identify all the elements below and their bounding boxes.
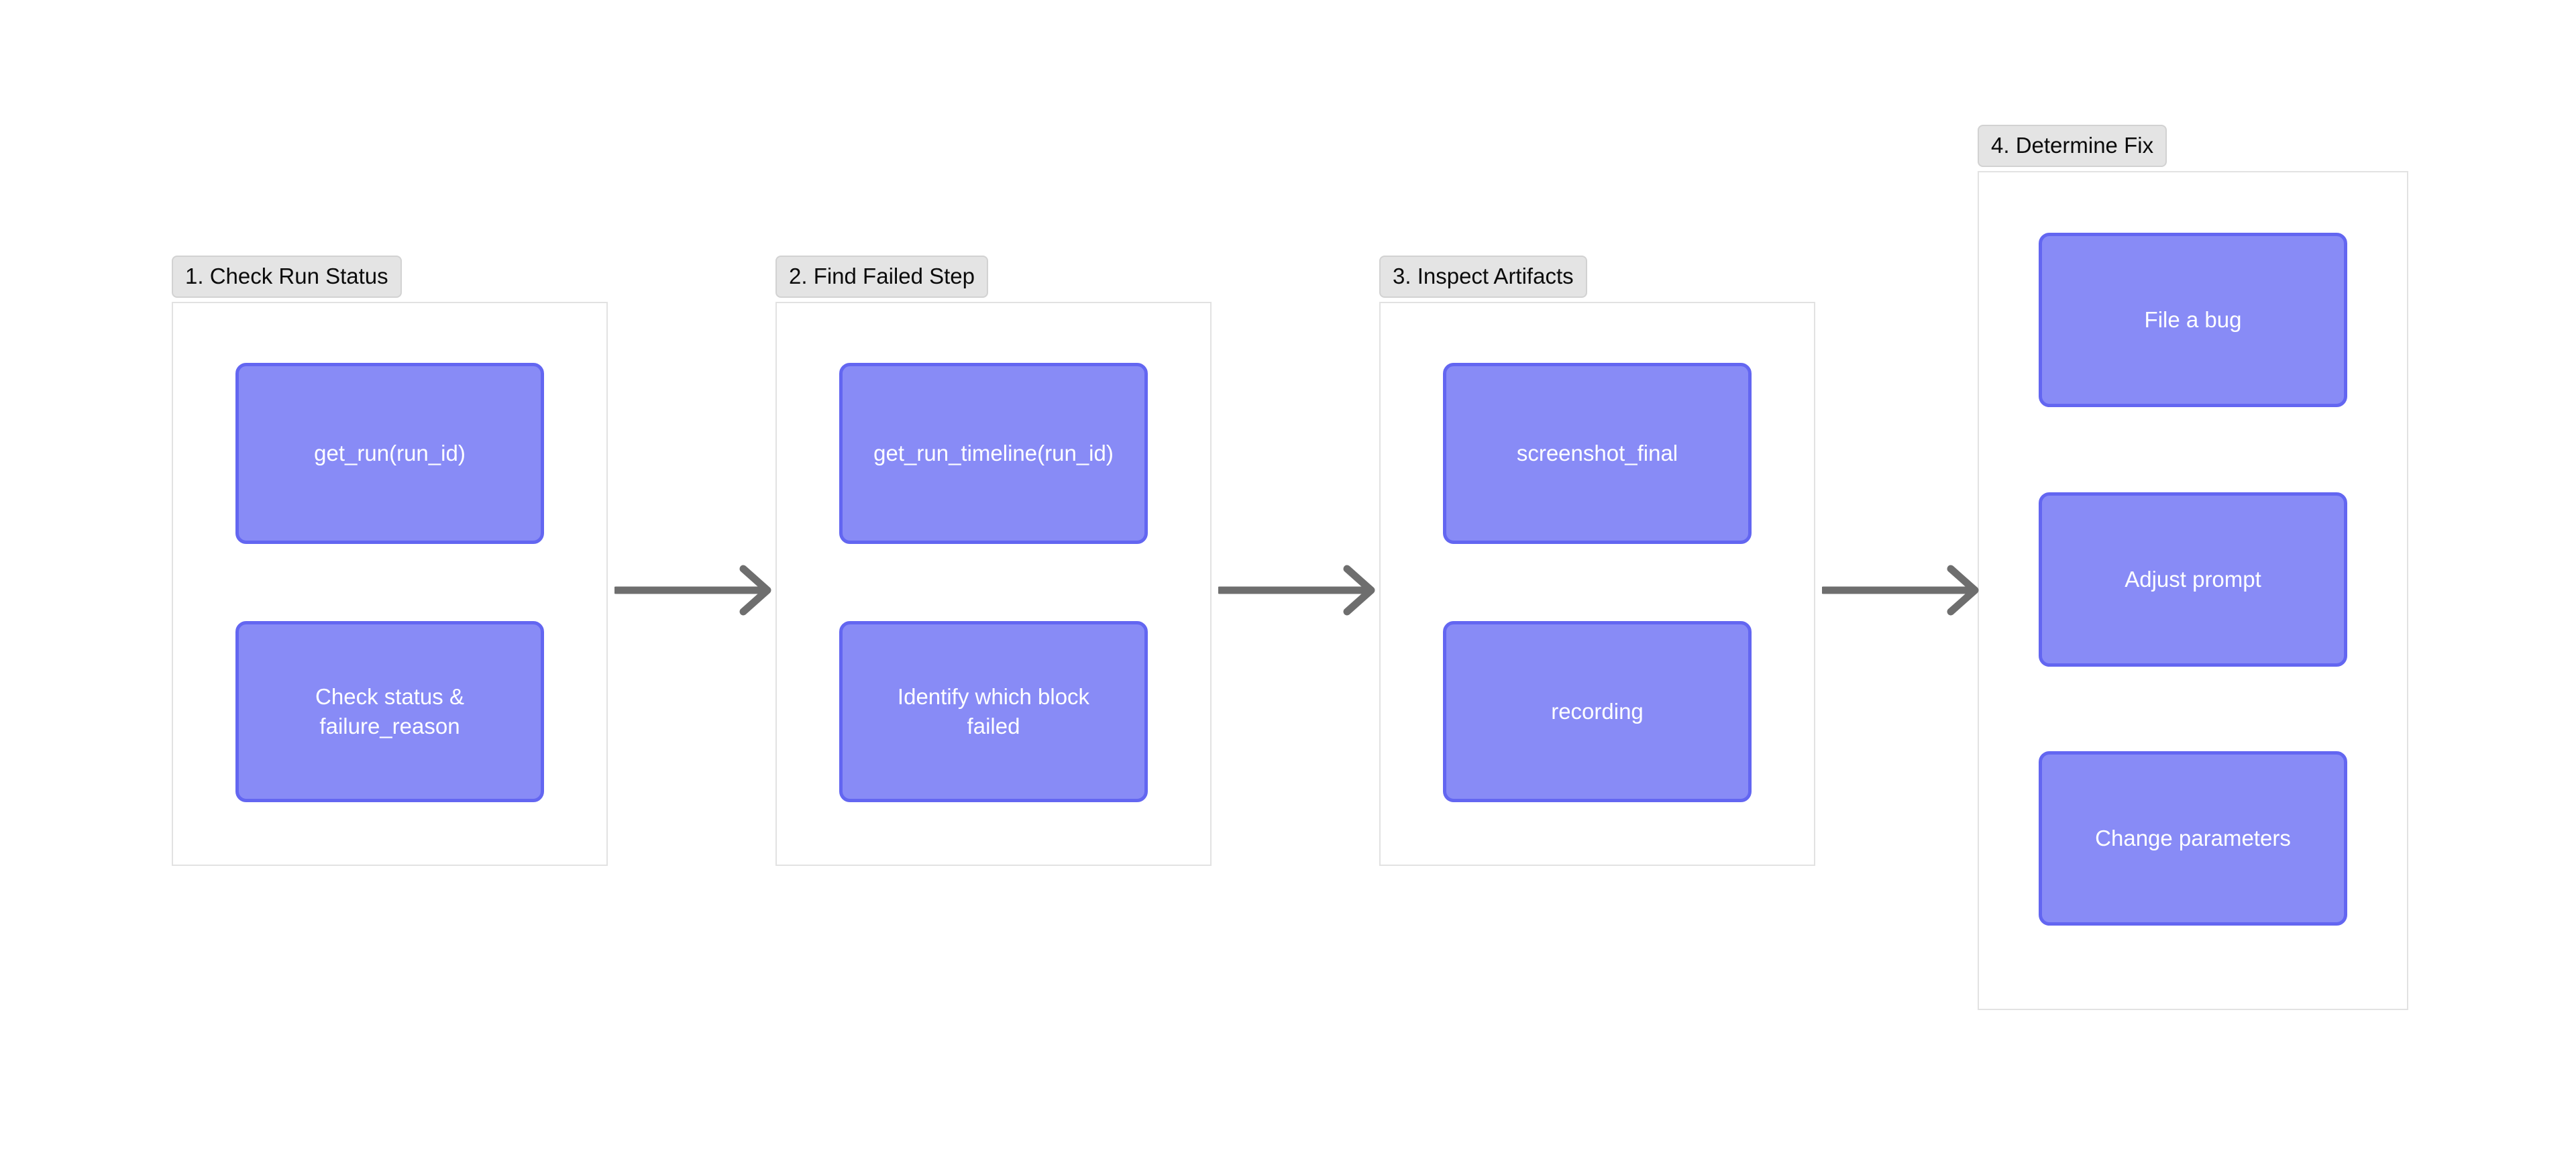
- group-label-3: 3. Inspect Artifacts: [1379, 256, 1587, 298]
- group-find-failed-step: 2. Find Failed Step get_run_timeline(run…: [775, 256, 1212, 866]
- connector-arrow-1: [614, 561, 775, 620]
- node-recording[interactable]: recording: [1443, 621, 1752, 802]
- node-change-parameters[interactable]: Change parameters: [2039, 751, 2347, 926]
- group-label-1: 1. Check Run Status: [172, 256, 402, 298]
- connector-arrow-2: [1218, 561, 1379, 620]
- group-determine-fix: 4. Determine Fix File a bug Adjust promp…: [1978, 125, 2408, 1010]
- group-inspect-artifacts: 3. Inspect Artifacts screenshot_final re…: [1379, 256, 1815, 866]
- group-check-run-status: 1. Check Run Status get_run(run_id) Chec…: [172, 256, 608, 866]
- arrow-right-icon: [1218, 565, 1375, 616]
- group-label-4: 4. Determine Fix: [1978, 125, 2167, 167]
- node-get-run[interactable]: get_run(run_id): [235, 363, 544, 544]
- node-file-a-bug[interactable]: File a bug: [2039, 233, 2347, 407]
- group-label-2: 2. Find Failed Step: [775, 256, 988, 298]
- node-adjust-prompt[interactable]: Adjust prompt: [2039, 492, 2347, 667]
- node-check-status-failure-reason[interactable]: Check status & failure_reason: [235, 621, 544, 802]
- arrow-right-icon: [614, 565, 771, 616]
- node-identify-which-block-failed[interactable]: Identify which block failed: [839, 621, 1148, 802]
- node-screenshot-final[interactable]: screenshot_final: [1443, 363, 1752, 544]
- arrow-right-icon: [1822, 565, 1979, 616]
- connector-arrow-3: [1822, 561, 1983, 620]
- node-get-run-timeline[interactable]: get_run_timeline(run_id): [839, 363, 1148, 544]
